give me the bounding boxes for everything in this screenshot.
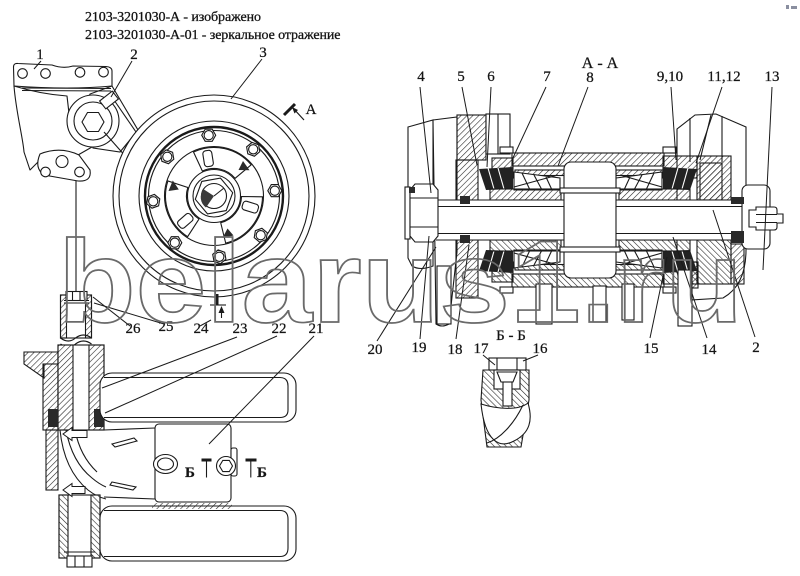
svg-text:Б: Б xyxy=(257,465,267,481)
svg-text:16: 16 xyxy=(533,341,549,357)
svg-text:24: 24 xyxy=(194,321,210,337)
svg-text:19: 19 xyxy=(412,340,427,356)
svg-text:3: 3 xyxy=(259,45,267,61)
svg-text:4: 4 xyxy=(417,69,425,85)
svg-text:15: 15 xyxy=(644,341,659,357)
svg-text:Б: Б xyxy=(185,465,195,481)
svg-text:22: 22 xyxy=(272,321,287,337)
svg-text:25: 25 xyxy=(159,319,174,335)
svg-text:Б - Б: Б - Б xyxy=(496,328,526,344)
svg-text:14: 14 xyxy=(702,342,718,358)
svg-text:21: 21 xyxy=(309,321,324,337)
svg-text:20: 20 xyxy=(368,342,383,358)
svg-text:17: 17 xyxy=(474,341,490,357)
svg-text:2103-3201030-А-01 - зеркальное: 2103-3201030-А-01 - зеркальное отражение xyxy=(85,28,340,43)
svg-text:13: 13 xyxy=(765,69,780,85)
svg-text:18: 18 xyxy=(448,342,463,358)
svg-text:6: 6 xyxy=(487,69,495,85)
svg-text:1: 1 xyxy=(36,47,44,63)
svg-text:2103-3201030-А - изображено: 2103-3201030-А - изображено xyxy=(85,10,261,25)
svg-text:2: 2 xyxy=(752,340,760,356)
svg-text:8: 8 xyxy=(586,70,594,86)
svg-text:23: 23 xyxy=(233,321,248,337)
svg-text:26: 26 xyxy=(126,321,142,337)
svg-text:belarus1.ru: belarus1.ru xyxy=(58,216,743,347)
svg-text:А: А xyxy=(306,102,317,118)
svg-text:7: 7 xyxy=(543,69,551,85)
svg-text:11,12: 11,12 xyxy=(707,69,740,85)
svg-text:А - А: А - А xyxy=(582,55,619,72)
svg-text:2: 2 xyxy=(130,47,138,63)
svg-text:9,10: 9,10 xyxy=(657,69,683,85)
svg-text:5: 5 xyxy=(457,69,465,85)
